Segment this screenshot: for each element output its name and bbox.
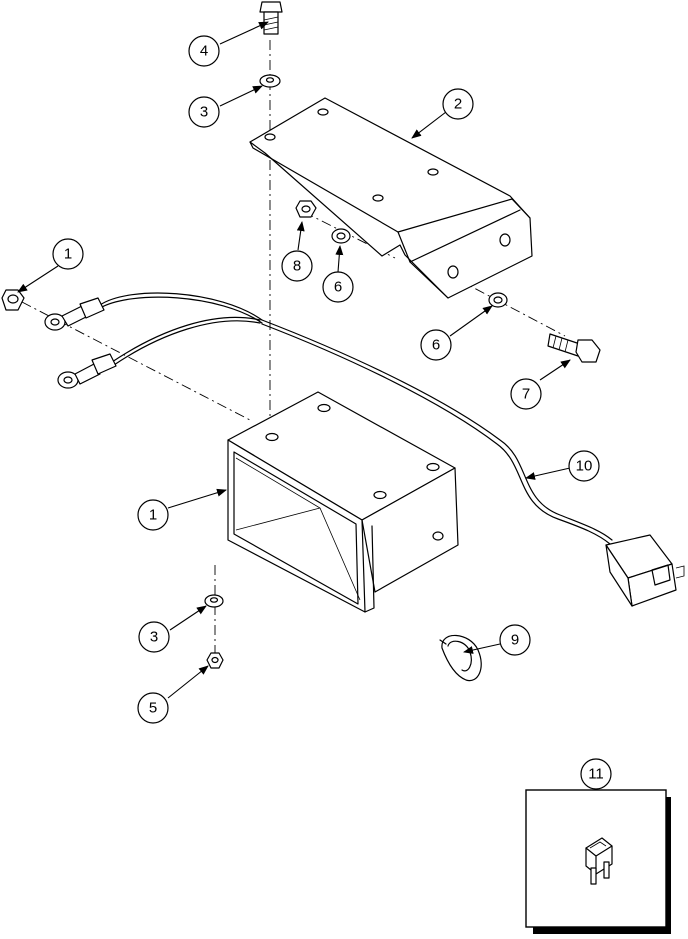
svg-text:6: 6 [432,337,440,354]
svg-text:7: 7 [522,386,530,403]
washer-part-6-middle [331,228,351,244]
callout-9: 9 [499,624,531,656]
callout-3-bottom: 3 [138,621,170,653]
svg-text:5: 5 [149,700,157,717]
callout-1-housing: 1 [137,499,169,531]
housing-part-1 [227,391,459,613]
bracket-part-2 [249,97,533,299]
callout-8: 8 [281,250,313,282]
svg-text:3: 3 [200,104,208,121]
callout-4: 4 [188,35,220,67]
svg-text:8: 8 [293,258,301,275]
callout-6-right: 6 [420,329,452,361]
callout-11: 11 [580,758,612,790]
callout-1-nut: 1 [52,238,84,270]
svg-text:1: 1 [149,507,157,524]
bolt-part-4 [259,1,283,35]
callout-6-middle: 6 [322,271,354,303]
svg-text:1: 1 [64,246,72,263]
callout-10: 10 [568,450,600,482]
callout-2: 2 [442,88,474,120]
washer-part-3-top [259,74,281,88]
callout-3-top: 3 [188,96,220,128]
svg-text:6: 6 [334,279,342,296]
nut-part-5 [206,652,224,669]
washer-part-6-right [488,292,508,308]
svg-text:9: 9 [511,632,519,649]
svg-text:11: 11 [588,766,604,783]
wire-harness-part-10 [44,292,685,607]
nut-part-1-left [1,289,25,311]
nut-part-8 [295,200,317,218]
bolt-part-7 [547,333,601,363]
svg-text:3: 3 [150,629,158,646]
svg-text:10: 10 [576,458,593,475]
svg-text:2: 2 [454,96,462,113]
leader-arrows [17,21,597,790]
fuse-icon [585,837,613,885]
svg-text:4: 4 [200,43,208,60]
fuse-inset-part-11 [525,789,671,934]
clip-part-9 [439,634,482,682]
callout-5: 5 [137,692,169,724]
washer-part-3-bottom [204,594,224,608]
callout-7: 7 [510,378,542,410]
